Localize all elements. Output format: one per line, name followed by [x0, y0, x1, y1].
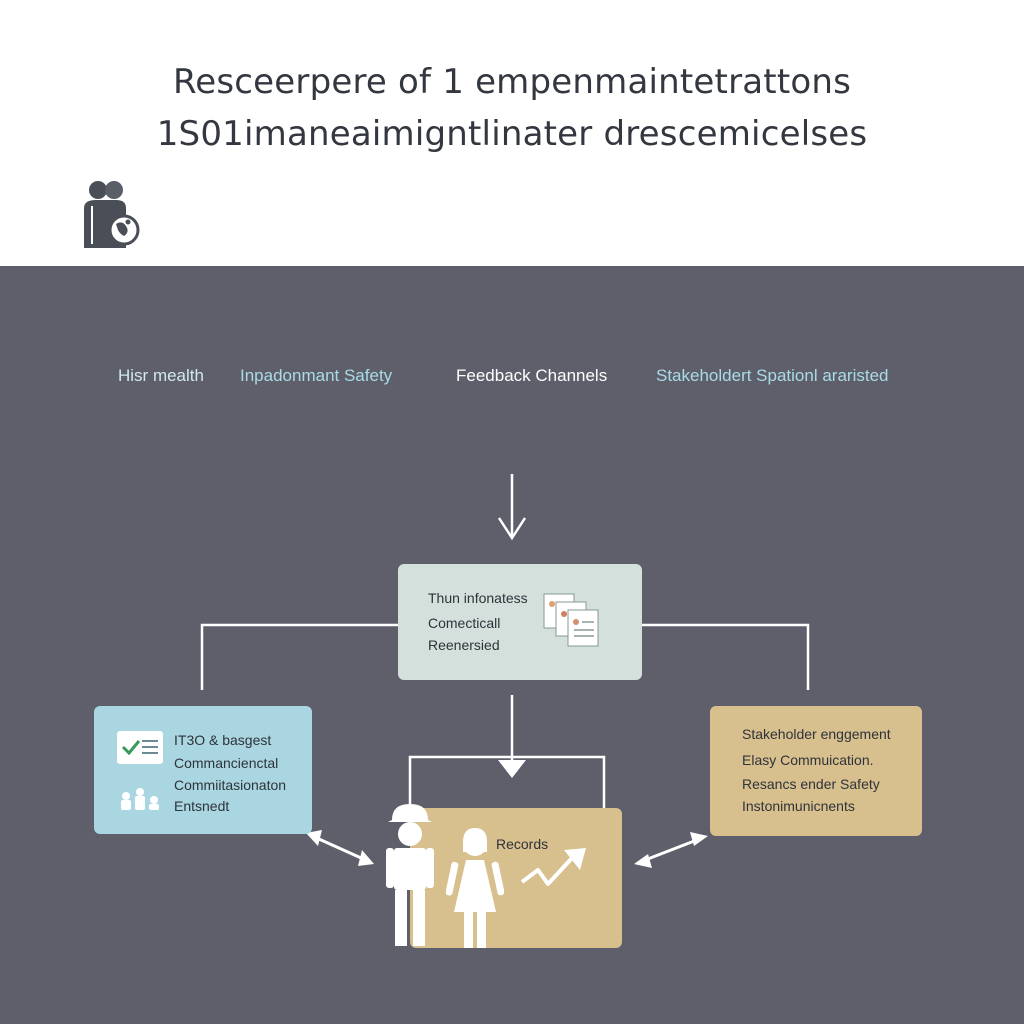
right-box: Stakeholder enggement Elasy Commuication…	[710, 706, 922, 836]
left-box-line-3: Commiitasionaton	[174, 777, 287, 793]
left-box: IT3O & basgest Commancienctal Commiitasi…	[94, 706, 312, 834]
documents-icon	[543, 593, 599, 647]
header: Resceerpere of 1 empenmaintetrattons 1S0…	[0, 0, 1024, 266]
center-box-line-2: Comecticall	[428, 615, 501, 631]
center-down-head	[498, 760, 526, 778]
bottom-box-label: Records	[496, 836, 549, 852]
right-box-line-4: Instonimunicnents	[742, 798, 855, 814]
category-label-4: Stakeholdert Spationl araristed	[656, 366, 889, 385]
category-label-3: Feedback Channels	[456, 366, 608, 385]
page-title-line-1: Resceerpere of 1 empenmaintetrattons	[172, 62, 852, 102]
right-connector	[642, 623, 810, 690]
left-box-line-1: IT3O & basgest	[174, 732, 272, 748]
bottom-box: Records	[410, 808, 622, 948]
center-box: Thun infonatess Comecticall Reenersied	[398, 564, 642, 680]
worker-icon	[386, 804, 434, 946]
woman-icon	[446, 828, 504, 948]
right-double-arrow	[639, 836, 703, 864]
top-arrow-head	[497, 517, 527, 541]
bottom-bracket	[408, 755, 606, 808]
right-box-line-2: Elasy Commuication.	[742, 752, 874, 768]
people-globe-icon	[84, 181, 140, 248]
right-box-line-1: Stakeholder enggement	[742, 726, 891, 742]
center-box-line-3: Reenersied	[428, 637, 500, 653]
category-label-1: Hisr mealth	[118, 366, 204, 385]
checklist-icon	[117, 731, 163, 764]
category-label-2: Inpadonmant Safety	[240, 366, 393, 385]
page-title-line-2: 1S01imaneaimigntlinater drescemicelses	[156, 114, 868, 154]
right-box-line-3: Resancs ender Safety	[742, 776, 880, 792]
left-box-line-4: Entsnedt	[174, 798, 230, 814]
trend-arrow-icon	[520, 848, 586, 886]
left-connector	[200, 623, 398, 690]
left-box-line-2: Commancienctal	[174, 755, 279, 771]
people-icons	[121, 788, 159, 810]
left-double-arrow	[309, 833, 371, 864]
center-box-line-1: Thun infonatess	[428, 590, 528, 606]
